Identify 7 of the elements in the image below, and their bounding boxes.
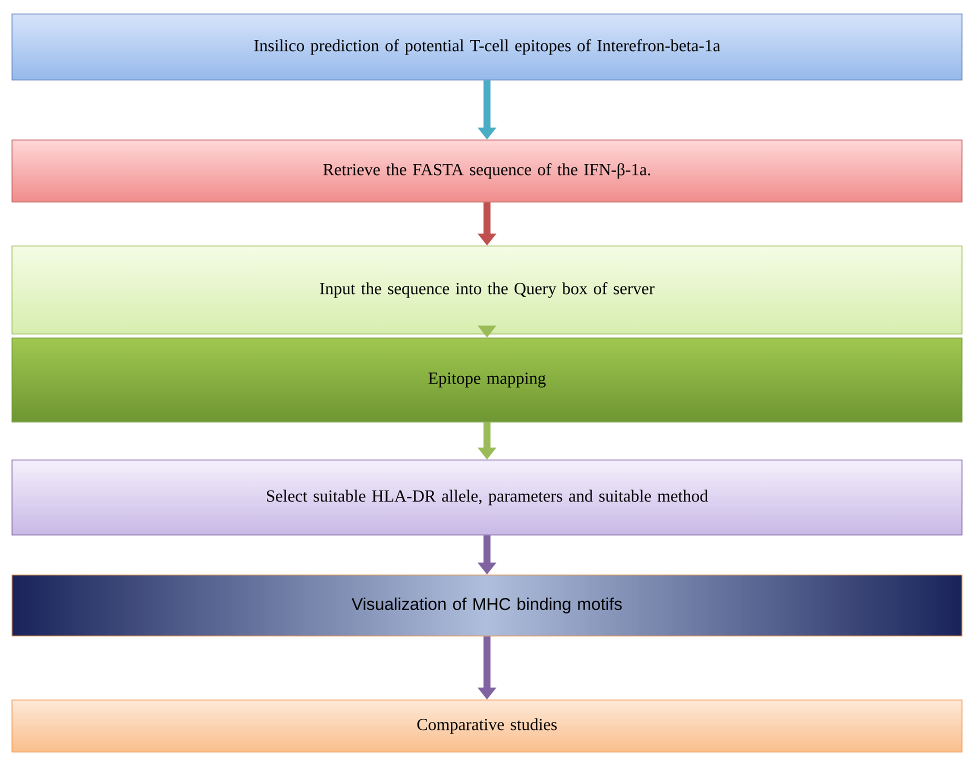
process-box: Input the sequence into the Query box of server [12, 246, 962, 334]
process-box: Visualization of MHC binding motifs [12, 574, 962, 636]
process-box: Retrieve the FASTA sequence of the IFN-β-1a. [12, 140, 962, 202]
process-box: Insilico prediction of potential T-cell epitopes of Interefron-beta-1a [12, 14, 962, 80]
process-box: Comparative studies [12, 700, 962, 752]
process-box: Select suitable HLA-DR allele, parameters and suitable method [12, 460, 962, 536]
process-box: Epitope mapping [12, 338, 962, 422]
